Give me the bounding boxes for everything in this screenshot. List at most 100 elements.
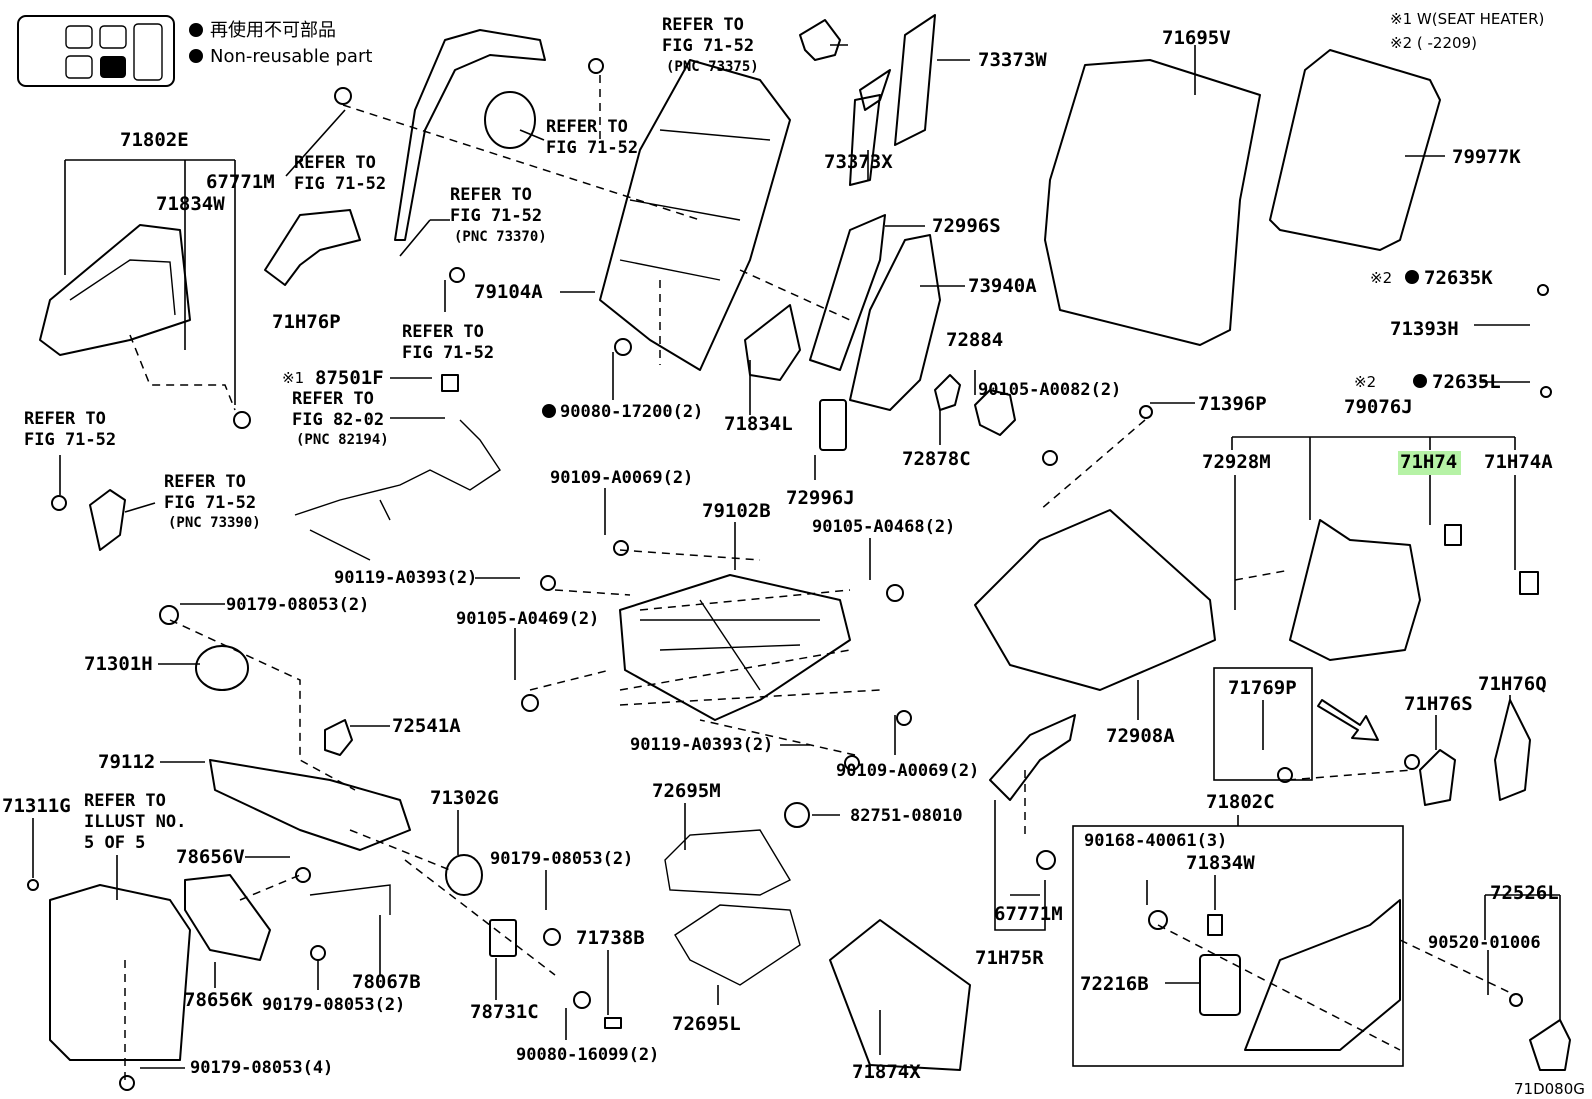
label-90105-A0468: 90105-A0468(2) (812, 517, 955, 537)
label-71H75R: 71H75R (975, 947, 1044, 969)
armrest-pad-71311g (49, 884, 191, 1061)
nut-icon (543, 928, 561, 946)
connector-87501f (441, 374, 459, 392)
wire-72695l (674, 904, 801, 986)
label-90109-A0069-bot: 90109-A0069(2) (836, 761, 979, 781)
ref-3-line-a: REFER TO (294, 153, 376, 173)
recliner-71301h (195, 645, 249, 691)
label-71396P: 71396P (1198, 393, 1267, 415)
label-78656V: 78656V (176, 846, 245, 868)
rail-73373x (849, 69, 891, 186)
cover-71834l (744, 304, 801, 381)
buckle-73390 (89, 489, 126, 551)
label-79076J: 79076J (1344, 396, 1413, 418)
label-90520-01006: 90520-01006 (1428, 933, 1541, 953)
mark-2b: ※2 (1354, 373, 1376, 391)
cover-71h76s (1419, 749, 1456, 806)
diagram-code: 71D080G (1514, 1080, 1585, 1098)
label-72541A: 72541A (392, 715, 461, 737)
bolt-icon (588, 58, 604, 74)
leader-lines (32, 44, 1561, 1069)
label-78656K: 78656K (184, 989, 253, 1011)
part-shapes (27, 14, 1571, 1091)
nut-icon (540, 575, 556, 591)
ref-1-line-c: (PNC 73375) (666, 59, 759, 75)
seat-heater-79977k (1269, 49, 1441, 251)
reference-callouts: REFER TO FIG 71-52 (PNC 73375) REFER TO … (24, 15, 759, 853)
ref-8-line-a: REFER TO (164, 472, 246, 492)
cover-71h76q (1494, 699, 1531, 801)
label-90080-17200: 90080-17200(2) (560, 402, 703, 422)
clip-icon (1148, 910, 1168, 930)
bolt-icon (1139, 405, 1153, 419)
clip-71h74a (1519, 571, 1539, 595)
cover-72878c (934, 374, 961, 411)
label-90105-A0082: 90105-A0082(2) (978, 380, 1121, 400)
label-72216B: 72216B (1080, 973, 1149, 995)
label-71874X: 71874X (852, 1061, 921, 1083)
screw-icon (1537, 284, 1549, 296)
ref-2-line-a: REFER TO (546, 117, 628, 137)
label-71H74: 71H74 (1400, 451, 1457, 473)
ref-2-line-b: FIG 71-52 (546, 138, 638, 158)
bolt-icon (295, 867, 311, 883)
seat-side-cover-right (1244, 899, 1401, 1051)
label-73373W: 73373W (978, 49, 1047, 71)
nut-icon (886, 584, 904, 602)
label-82751-08010: 82751-08010 (850, 806, 963, 826)
ref-3-line-b: FIG 71-52 (294, 174, 386, 194)
bracket-72884 (974, 389, 1016, 436)
ref-4-line-c: (PNC 73370) (454, 229, 547, 245)
label-72635K: 72635K (1424, 267, 1493, 289)
ref-6-line-b: FIG 82-02 (292, 410, 384, 430)
label-71H74A: 71H74A (1484, 451, 1553, 473)
ref-9-line-c: 5 OF 5 (84, 833, 145, 853)
bullet-icon (189, 49, 203, 63)
clip-73375 (799, 19, 841, 61)
label-72928M: 72928M (1202, 451, 1271, 473)
cover-72996j (819, 399, 847, 451)
wire-harness (294, 419, 501, 561)
washer-icon (159, 605, 179, 625)
label-72878C: 72878C (902, 448, 971, 470)
nut-icon (614, 338, 632, 356)
label-71311G: 71311G (2, 795, 71, 817)
mark-1: ※1 (282, 369, 304, 387)
label-72695L: 72695L (672, 1013, 741, 1035)
label-90179-08053-d: 90179-08053(4) (190, 1058, 333, 1078)
side-panel-72996s (809, 214, 886, 371)
label-90179-08053-b: 90179-08053(2) (490, 849, 633, 869)
label-71802C: 71802C (1206, 791, 1275, 813)
label-72996S: 72996S (932, 215, 1001, 237)
ref-5-line-a: REFER TO (402, 322, 484, 342)
legend-non-reusable: Non-reusable part (210, 46, 372, 67)
mark-2a: ※2 (1370, 269, 1392, 287)
part-labels: 71802E 67771M 71834W 71H76P 79104A 73373… (2, 27, 1585, 1098)
clip-71834w-bot (1207, 914, 1223, 936)
belt-guide-frame (394, 29, 546, 241)
bolt-icon (844, 755, 860, 771)
label-71H76Q: 71H76Q (1478, 673, 1547, 695)
washer-icon (1540, 386, 1552, 398)
seat-side-cover-left (39, 224, 191, 356)
armrest-frame-79112 (209, 759, 411, 851)
clip-icon (1277, 767, 1293, 783)
label-71834L: 71834L (724, 413, 793, 435)
bullet-icon (1413, 374, 1427, 388)
label-79102B: 79102B (702, 500, 771, 522)
label-67771M-bot: 67771M (994, 903, 1063, 925)
clip-71738b (604, 1017, 622, 1029)
label-90179-08053-a: 90179-08053(2) (226, 595, 369, 615)
clip-icon (1036, 850, 1056, 870)
washer-icon (119, 1075, 135, 1091)
bullet-icon (1405, 270, 1419, 284)
ref-1-line-b: FIG 71-52 (662, 36, 754, 56)
label-72695M: 72695M (652, 780, 721, 802)
ref-5-line-b: FIG 71-52 (402, 343, 494, 363)
label-72996J: 72996J (786, 487, 855, 509)
seatback-frame (599, 59, 791, 371)
cover-78656k (184, 874, 271, 961)
cover-72541a (324, 719, 353, 756)
label-72526L: 72526L (1490, 882, 1559, 904)
